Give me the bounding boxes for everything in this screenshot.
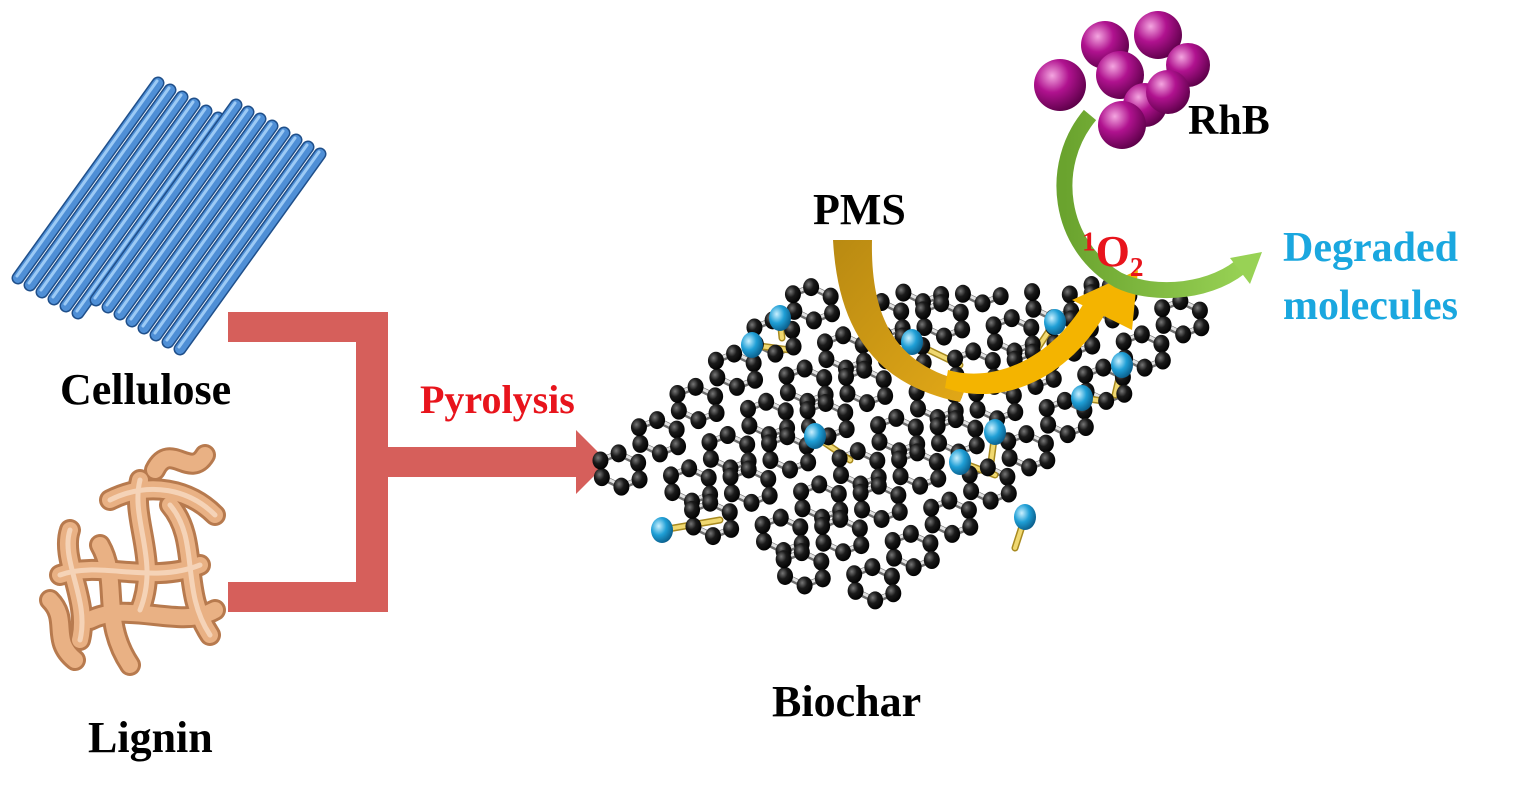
rhb-label: RhB [1188, 98, 1270, 144]
cellulose-fibers-icon [11, 76, 327, 356]
pyrolysis-arrow [228, 312, 608, 612]
singlet-oxygen-arrow [945, 270, 1138, 395]
pms-arrow [833, 240, 968, 402]
degraded-molecules-line1: Degraded [1283, 225, 1458, 271]
pms-label: PMS [813, 185, 906, 234]
singlet-oxygen-label: 1O2 [1082, 227, 1144, 281]
degraded-molecules-line2: molecules [1283, 283, 1458, 329]
biochar-lattice-icon [592, 276, 1210, 610]
singlet-oxygen-symbol: O [1095, 227, 1130, 276]
lignin-tangle-icon [39, 444, 226, 676]
singlet-oxygen-superscript: 1 [1082, 226, 1096, 257]
biochar-label: Biochar [772, 677, 922, 726]
cellulose-label: Cellulose [60, 365, 232, 414]
singlet-oxygen-subscript: 2 [1129, 251, 1144, 282]
lignin-label: Lignin [88, 713, 213, 762]
rhb-molecule-icon [1034, 11, 1210, 149]
degradation-arrow [1056, 109, 1262, 299]
pyrolysis-label: Pyrolysis [420, 377, 575, 422]
